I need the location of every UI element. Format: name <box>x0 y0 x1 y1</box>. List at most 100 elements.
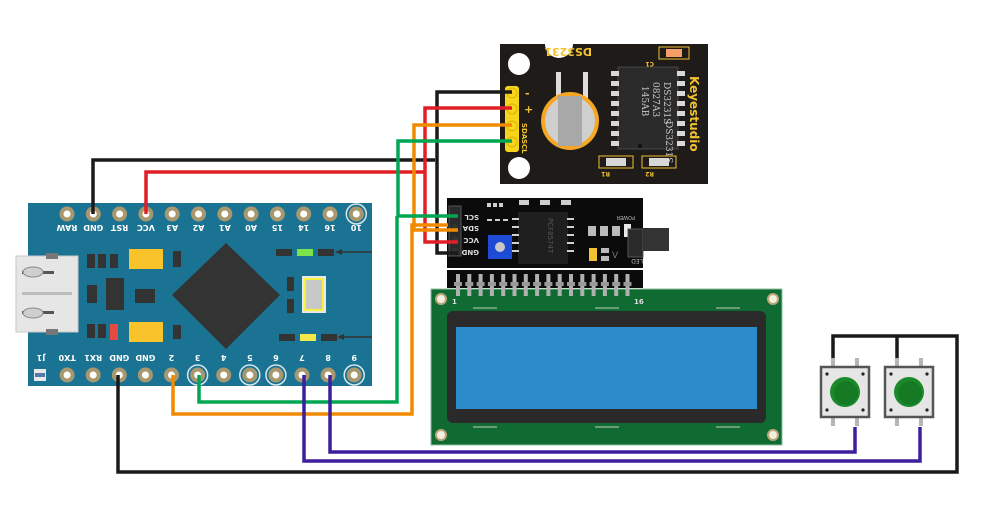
pin-label: RST <box>110 223 128 232</box>
pin-label: 4 <box>220 353 226 362</box>
backpack-pin-sda: SDA <box>462 224 479 232</box>
pin-9: 9 <box>343 353 365 386</box>
rtc-pin-scl: SCL <box>520 139 528 154</box>
pin-15: 15 <box>269 206 285 232</box>
pin-label: 15 <box>271 223 283 232</box>
brand-keyestudio: Keyestudio <box>687 76 701 152</box>
lcd1602-display: 1 16 <box>430 288 783 446</box>
pin-label: RAW <box>56 223 77 232</box>
pin-14: 14 <box>296 206 312 232</box>
pin-label: RX1 <box>84 353 102 362</box>
backpack-pin-scl: SCL <box>464 213 479 221</box>
push-button-1[interactable] <box>819 358 871 426</box>
pin-a1: A1 <box>217 206 233 232</box>
pro-micro-top-header: RAW GND RST VCC A3 A2 A1 A0 15 14 16 10 <box>56 203 368 232</box>
v-mark: V <box>612 251 619 261</box>
wire-pin7-button2 <box>302 375 922 463</box>
backlight-jumper-cap <box>643 228 669 251</box>
pin-j1: J1 <box>36 353 46 362</box>
pin-5: 5 <box>239 353 261 386</box>
pin-rst: RST <box>110 206 128 232</box>
backpack-pin-vcc: VCC <box>463 236 479 244</box>
rtc-pin-plus: + <box>524 103 533 116</box>
pin-label: TX0 <box>58 353 76 362</box>
pcf8574-chip <box>518 212 568 264</box>
pin-label: VCC <box>137 223 155 232</box>
i2c-backpack: SCL SDA VCC GND PCF8574T POWER V LED <box>447 198 669 296</box>
pin-label: A3 <box>166 223 178 232</box>
wire-vcc-rtc <box>144 170 425 214</box>
chip-label-line3: 145AB <box>639 86 649 117</box>
chip-label-line2: 0827A3 <box>650 82 660 117</box>
pin-6: 6 <box>265 353 287 386</box>
wires <box>91 90 959 474</box>
pro-micro-board <box>15 203 372 386</box>
lcd-pin-16-label: 16 <box>634 298 644 306</box>
pin-rx1: RX1 <box>84 353 102 383</box>
wire-gnd-rtc <box>91 158 435 214</box>
pin-label: 14 <box>298 223 310 232</box>
pin-16: 16 <box>322 206 338 232</box>
ds3231-chip <box>617 66 679 150</box>
pin-label: 16 <box>324 223 336 232</box>
pin-label: 2 <box>169 353 175 362</box>
pin-raw: RAW <box>56 206 77 232</box>
rtc-pin-sda: SDA <box>520 123 528 140</box>
pin-label: A0 <box>245 223 257 232</box>
capacitor-c1 <box>666 49 682 57</box>
pin-label: 9 <box>351 353 357 362</box>
pin-4: 4 <box>216 353 232 383</box>
wire-scl-pin3 <box>197 216 399 404</box>
pin-label: GND <box>109 353 129 362</box>
wire-gnd-buttons <box>116 334 959 474</box>
pin-10: 10 <box>345 203 368 232</box>
ds3231-rtc-module: - + SDA SCL DS3231S DS3231S 0827A3 145AB… <box>500 44 708 184</box>
rtc-chip-title: DS3231 <box>544 45 592 58</box>
power-label: POWER <box>616 214 635 220</box>
pin-8: 8 <box>320 353 336 383</box>
pin-label: 7 <box>299 353 305 362</box>
pin-label: J1 <box>36 353 46 362</box>
push-button-2[interactable] <box>883 358 935 426</box>
pin-a3: A3 <box>164 206 180 232</box>
pcf8574-label: PCF8574T <box>546 218 554 254</box>
led-jumper <box>627 228 644 258</box>
lcd-header-pins <box>454 274 632 296</box>
chip-label-line1: DS3231S <box>663 121 673 163</box>
wire-sda-rtc <box>412 123 512 232</box>
pin-label: GND <box>83 223 103 232</box>
pin-label: 5 <box>247 353 253 362</box>
push-buttons <box>819 358 935 426</box>
pin-a0: A0 <box>243 206 259 232</box>
backpack-pin-gnd: GND <box>461 248 479 256</box>
rtc-pin-header <box>505 86 519 152</box>
resistor-r1 <box>606 158 626 166</box>
rtc-pin-minus: - <box>525 87 530 100</box>
pin-gnd: GND <box>135 353 155 383</box>
wire-scl-rtc <box>396 139 512 218</box>
mount-hole <box>508 53 530 75</box>
pin-a2: A2 <box>191 206 206 232</box>
pin-tx0: TX0 <box>58 353 76 383</box>
lcd-screen <box>456 327 757 409</box>
usb-connector <box>15 253 79 335</box>
yellow-led <box>300 334 316 341</box>
pin-label: 8 <box>325 353 331 362</box>
wire-rtc-gnd-to-lcd <box>435 90 512 255</box>
r2-label: R2 <box>645 170 654 177</box>
wire-sda-pin2 <box>171 223 448 416</box>
yellow-capacitor <box>129 249 163 269</box>
pin-label: A2 <box>193 223 205 232</box>
microcontroller-chip <box>172 243 280 349</box>
wire-rtc-vcc-to-lcd <box>423 106 512 244</box>
pin-label: A1 <box>218 223 230 232</box>
resistor-r2 <box>649 158 669 166</box>
mount-hole <box>508 157 530 179</box>
green-led <box>297 249 313 256</box>
pin-label: GND <box>135 353 155 362</box>
pin-label: 6 <box>273 353 279 362</box>
r1-label: R1 <box>601 170 610 177</box>
pin-label: 10 <box>350 223 362 232</box>
